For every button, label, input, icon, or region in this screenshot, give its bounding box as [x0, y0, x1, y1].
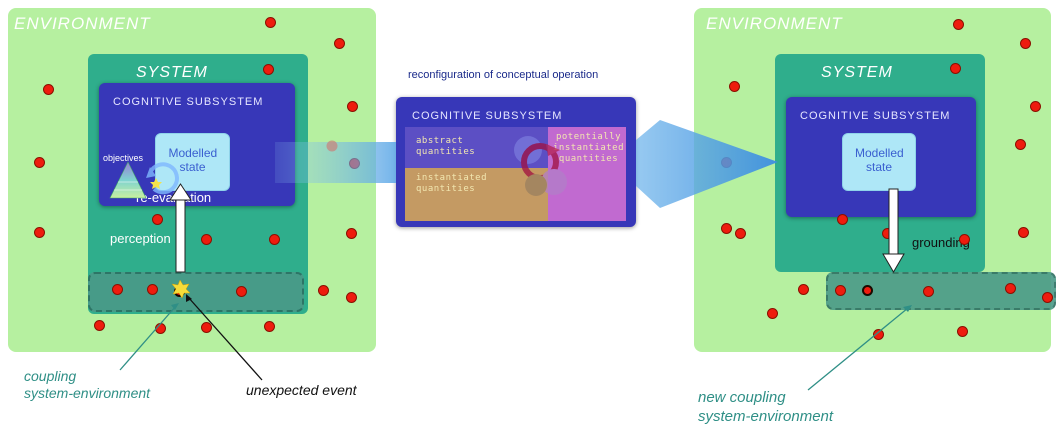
right-environment-label: ENVIRONMENT — [706, 14, 843, 33]
event-dot — [1018, 227, 1029, 238]
abstract-line2: quantities — [416, 147, 476, 157]
event-dot — [334, 38, 345, 49]
event-dot — [263, 64, 274, 75]
event-dot — [201, 322, 212, 333]
event-dot — [346, 292, 357, 303]
quantities-cycle-icon — [514, 136, 567, 196]
left-modelled-state-label: Modelled state — [168, 146, 218, 174]
event-dot — [152, 214, 163, 225]
abstract-line1: abstract — [416, 136, 464, 146]
star-icon — [150, 178, 162, 189]
left-coupling-caption-line2: system-environment — [24, 385, 151, 401]
event-dot — [953, 19, 964, 30]
instantiated-line1: instantiated — [416, 173, 488, 183]
event-dot — [959, 234, 970, 245]
event-dot — [735, 228, 746, 239]
grounding-label: grounding — [912, 235, 970, 250]
event-dot — [729, 81, 740, 92]
left-system-label: SYSTEM — [136, 64, 208, 81]
flow-band-left — [275, 142, 396, 183]
event-dot — [265, 17, 276, 28]
event-dot — [112, 284, 123, 295]
event-dot — [950, 63, 961, 74]
left-coupling-caption: coupling system-environment — [24, 368, 150, 402]
potential-line3: quantities — [558, 154, 619, 164]
event-dot — [264, 321, 275, 332]
instantiated-quantities-region — [405, 168, 548, 221]
left-modelled-state: Modelled state — [155, 133, 230, 191]
reevaluation-cycle-icon — [146, 162, 179, 195]
potential-line1: potentially — [555, 132, 622, 142]
event-dot — [346, 228, 357, 239]
right-cognitive-label: COGNITIVE SUBSYSTEM — [800, 110, 951, 122]
event-dot — [147, 284, 158, 295]
event-dot — [957, 326, 968, 337]
event-burst-icon — [171, 279, 191, 299]
grounding-arrow — [882, 188, 905, 273]
event-dot — [236, 286, 247, 297]
left-cognitive-label: COGNITIVE SUBSYSTEM — [113, 96, 264, 108]
left-coupling-caption-line1: coupling — [24, 368, 77, 384]
right-coupling-pointer — [807, 307, 909, 391]
event-dot — [34, 227, 45, 238]
faded-dot — [326, 140, 338, 152]
right-coupling-caption: new coupling system-environment — [698, 388, 833, 426]
right-coupling-pointer-head — [903, 305, 912, 312]
event-dot — [1030, 101, 1041, 112]
event-dot — [318, 285, 329, 296]
event-dot — [269, 234, 280, 245]
middle-cognitive-label: COGNITIVE SUBSYSTEM — [412, 110, 563, 122]
right-system-label: SYSTEM — [821, 64, 893, 81]
event-dot — [862, 285, 873, 296]
event-dot — [43, 84, 54, 95]
event-dot — [34, 157, 45, 168]
flow-arrow-right — [636, 120, 778, 208]
unexpected-event-pointer-head — [186, 294, 192, 302]
event-dot — [837, 214, 848, 225]
unexpected-event-pointer — [187, 296, 263, 381]
event-dot — [835, 285, 846, 296]
event-dot — [1020, 38, 1031, 49]
perception-arrow — [169, 183, 192, 273]
event-dot — [721, 223, 732, 234]
right-coupling-caption-line2: system-environment — [698, 408, 834, 425]
left-coupling-pointer — [119, 305, 177, 371]
instantiated-quantities-label: instantiated quantities — [416, 173, 487, 195]
potential-quantities-label: potentially instantiated quantities — [553, 132, 624, 165]
left-environment-label: ENVIRONMENT — [14, 14, 151, 33]
event-dot — [873, 329, 884, 340]
right-coupling-caption-line1: new coupling — [698, 389, 786, 406]
objectives-pyramid-icon — [109, 161, 147, 199]
event-dot — [923, 286, 934, 297]
event-dot — [1042, 292, 1053, 303]
objectives-label: objectives — [103, 153, 144, 163]
right-modelled-state: Modelled state — [842, 133, 916, 191]
potential-line2: instantiated — [553, 143, 625, 153]
event-dot — [798, 284, 809, 295]
event-dot — [1005, 283, 1016, 294]
reconfiguration-label: reconfiguration of conceptual operation — [408, 69, 599, 81]
left-coupling-pointer-head — [171, 303, 179, 310]
abstract-quantities-label: abstract quantities — [416, 136, 475, 158]
event-dot — [1015, 139, 1026, 150]
unexpected-event-caption: unexpected event — [246, 382, 357, 398]
event-dot — [94, 320, 105, 331]
instantiated-line2: quantities — [416, 184, 476, 194]
right-modelled-state-label: Modelled state — [855, 146, 904, 174]
event-dot — [347, 101, 358, 112]
event-dot — [201, 234, 212, 245]
event-dot — [767, 308, 778, 319]
perception-label: perception — [110, 231, 171, 246]
